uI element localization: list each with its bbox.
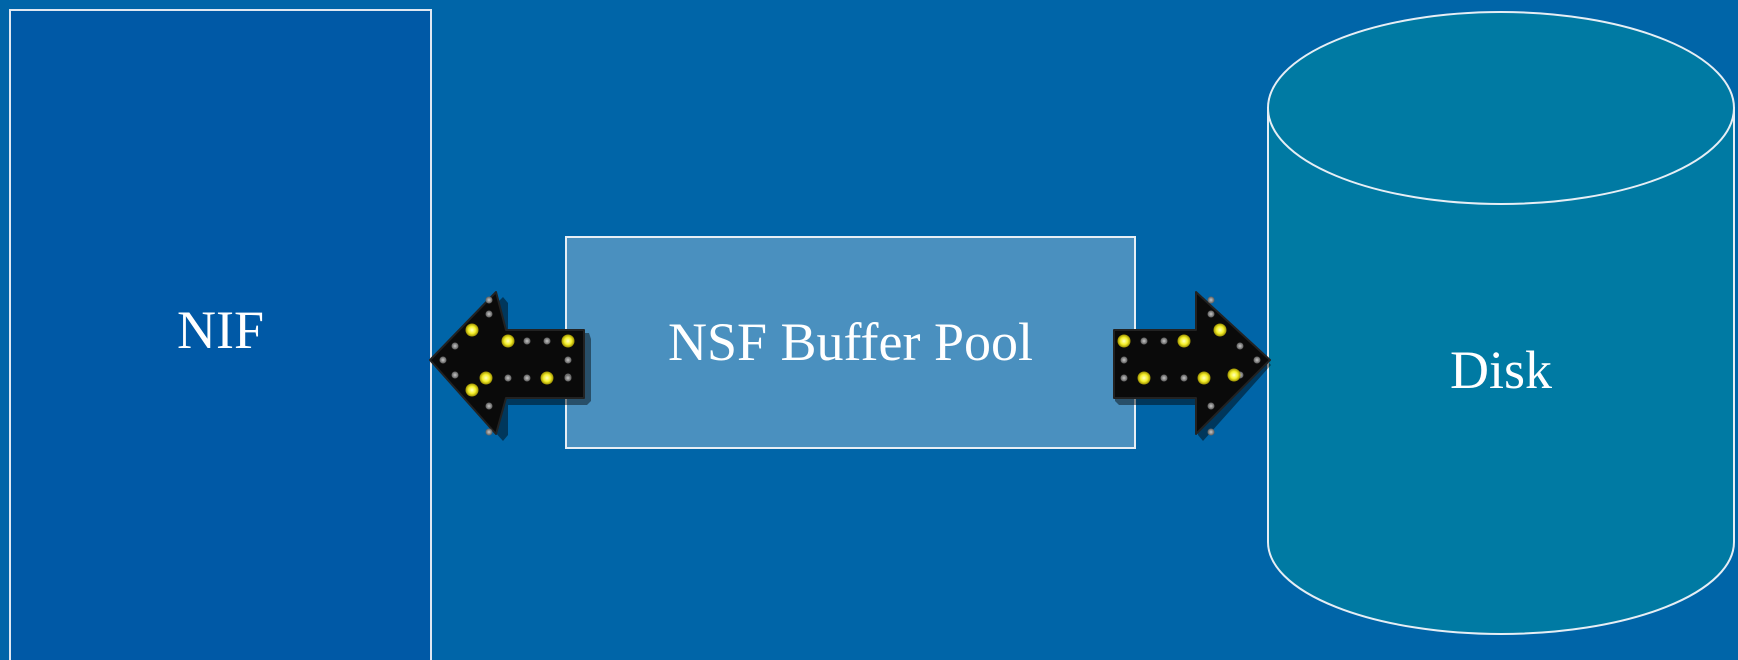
led-dim-dot: [1180, 374, 1188, 382]
led-lit-dot: [1117, 334, 1131, 348]
led-dim-dot: [1160, 337, 1168, 345]
led-lit-dot: [1137, 371, 1151, 385]
led-lit-dot: [465, 383, 479, 397]
disk-cylinder-icon: [1267, 11, 1735, 635]
led-lit-dot: [1227, 368, 1241, 382]
led-dim-dot: [1236, 342, 1244, 350]
led-dim-dot: [523, 374, 531, 382]
nif-label: NIF: [176, 300, 264, 360]
disk-label: Disk: [1449, 340, 1552, 400]
led-lit-dot: [561, 334, 575, 348]
led-arrow-right-icon: [1113, 291, 1271, 441]
led-dim-dot: [451, 371, 459, 379]
led-dim-dot: [485, 402, 493, 410]
led-dim-dot: [564, 374, 572, 382]
led-lit-dot: [1213, 323, 1227, 337]
led-dim-dot: [1207, 428, 1215, 436]
buffer-pool-label: NSF Buffer Pool: [667, 312, 1034, 372]
led-dim-dot: [485, 428, 493, 436]
led-dim-dot: [523, 337, 531, 345]
led-dim-dot: [1253, 356, 1261, 364]
led-dim-dot: [504, 374, 512, 382]
led-dim-dot: [485, 310, 493, 318]
led-dim-dot: [485, 296, 493, 304]
led-dim-dot: [1160, 374, 1168, 382]
led-lit-dot: [465, 323, 479, 337]
led-lit-dot: [479, 371, 493, 385]
led-dim-dot: [1120, 374, 1128, 382]
led-dim-dot: [439, 356, 447, 364]
led-dim-dot: [1120, 356, 1128, 364]
nif-box: [9, 9, 432, 660]
led-dim-dot: [1140, 337, 1148, 345]
led-dim-dot: [1207, 310, 1215, 318]
led-lit-dot: [501, 334, 515, 348]
led-dim-dot: [1207, 402, 1215, 410]
led-lit-dot: [1197, 371, 1211, 385]
led-arrow-left-icon: [429, 291, 591, 441]
led-dim-dot: [1207, 296, 1215, 304]
led-lit-dot: [540, 371, 554, 385]
led-lit-dot: [1177, 334, 1191, 348]
led-dim-dot: [543, 337, 551, 345]
led-dim-dot: [451, 342, 459, 350]
led-dim-dot: [564, 356, 572, 364]
